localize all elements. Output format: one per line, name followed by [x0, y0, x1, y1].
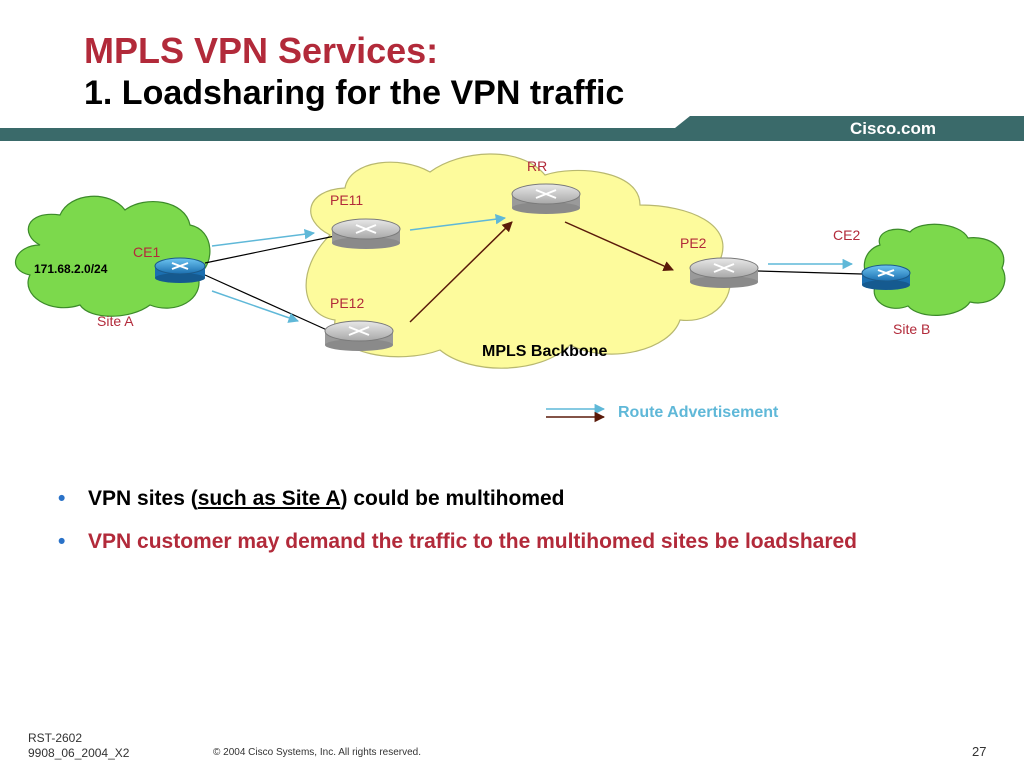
advert-arrow-pe12-rr [409, 221, 513, 323]
slide-subtitle: 1. Loadsharing for the VPN traffic [84, 74, 625, 112]
link-ce1-pe12 [204, 274, 328, 331]
advert-arrow-rr-pe2 [564, 221, 674, 271]
router-pe2-icon [689, 257, 759, 288]
page-number: 27 [972, 744, 987, 759]
advert-arrow-pe11-rr [409, 213, 507, 231]
advert-arrow-ce1-pe12 [211, 290, 299, 323]
label-ce1: CE1 [133, 244, 160, 260]
bullet-dot-icon: • [58, 530, 66, 553]
slide-title: MPLS VPN Services: [84, 30, 439, 71]
label-site-a: Site A [97, 313, 134, 329]
label-pe12: PE12 [330, 295, 364, 311]
bullet-list: • VPN sites (such as Site A) could be mul… [58, 484, 938, 570]
advert-arrow-ce1-pe11 [211, 228, 316, 247]
link-ce1-pe11 [204, 235, 336, 264]
router-ce2-icon [861, 264, 911, 290]
bullet-1-underlined: such as Site A [197, 487, 341, 510]
bullet-1-before: VPN sites ( [88, 487, 198, 510]
footer-code: RST-2602 9908_06_2004_X2 [28, 731, 129, 761]
label-site-b: Site B [893, 321, 930, 337]
footer-copyright: © 2004 Cisco Systems, Inc. All rights re… [213, 747, 422, 758]
site-a-cloud [15, 195, 211, 317]
bullet-1-after: ) could be multihomed [340, 487, 565, 510]
cisco-logo-text: Cisco.com [850, 119, 936, 138]
router-pe12-icon [324, 320, 394, 351]
banner-tab [675, 116, 1024, 141]
footer-code-line2: 9908_06_2004_X2 [28, 746, 130, 760]
footer-code-line1: RST-2602 [28, 731, 83, 745]
label-pe11: PE11 [330, 192, 363, 208]
bullet-2-text: VPN customer may demand the traffic to t… [88, 530, 858, 553]
backbone-label: MPLS Backbone [482, 343, 607, 360]
router-ce1-icon [154, 257, 206, 283]
network-diagram: RR PE11 PE12 PE2 CE1 CE2 171.68.2.0/24 S… [15, 153, 1006, 423]
site-a-prefix: 171.68.2.0/24 [34, 262, 108, 276]
router-pe11-icon [331, 218, 401, 249]
router-rr-icon [511, 183, 581, 214]
label-pe2: PE2 [680, 235, 707, 251]
bullet-loadshared: • VPN customer may demand the traffic to … [58, 527, 938, 556]
link-pe2-ce2 [757, 270, 863, 275]
bullet-dot-icon: • [58, 487, 66, 510]
legend-label: Route Advertisement [618, 404, 779, 421]
label-ce2: CE2 [833, 227, 860, 243]
bullet-multihomed: • VPN sites (such as Site A) could be mul… [58, 484, 938, 513]
label-rr: RR [527, 158, 547, 174]
header-banner [0, 116, 1024, 141]
